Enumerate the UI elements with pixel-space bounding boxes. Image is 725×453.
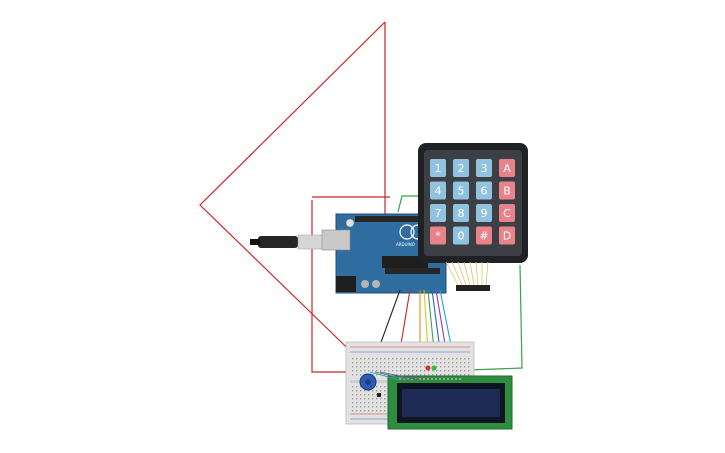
keypad-key-label: 6 xyxy=(481,185,488,198)
keypad-key-label: D xyxy=(503,230,511,243)
keypad-key[interactable]: 5 xyxy=(453,181,469,200)
keypad-key[interactable]: 6 xyxy=(476,181,492,200)
green-wire[interactable] xyxy=(397,195,523,371)
arduino-logo-text: ARDUINO xyxy=(396,242,415,247)
keypad-key[interactable]: 3 xyxy=(476,159,492,177)
keypad-key-label: 9 xyxy=(481,207,488,220)
keypad-key[interactable]: B xyxy=(499,181,515,200)
keypad-key-label: B xyxy=(503,185,511,198)
keypad-key-label: 0 xyxy=(458,230,465,243)
keypad-key-label: 5 xyxy=(458,185,465,198)
red-led xyxy=(425,365,431,371)
signal-wires[interactable] xyxy=(379,289,453,351)
keypad-ribbon xyxy=(445,261,489,286)
keypad-key[interactable]: D xyxy=(499,226,515,245)
keypad-key-label: # xyxy=(479,230,488,243)
keypad-key[interactable]: 2 xyxy=(453,159,469,177)
keypad-key-label: C xyxy=(503,207,511,220)
keypad-key[interactable]: A xyxy=(499,159,515,177)
transistor xyxy=(377,393,381,397)
keypad-connector xyxy=(456,285,490,291)
keypad-key[interactable]: C xyxy=(499,204,515,222)
keypad-key-label: 2 xyxy=(458,162,465,175)
keypad-key[interactable]: # xyxy=(476,226,492,245)
keypad-key-label: 3 xyxy=(481,162,488,175)
keypad-key-label: A xyxy=(503,162,511,175)
keypad-key[interactable]: 4 xyxy=(430,181,446,200)
keypad-key[interactable]: 8 xyxy=(453,204,469,222)
keypad-key-label: 8 xyxy=(458,207,465,220)
keypad-key-label: 1 xyxy=(435,162,442,175)
keypad-key[interactable]: 1 xyxy=(430,159,446,177)
usb-cable[interactable] xyxy=(250,234,327,250)
lcd-display[interactable] xyxy=(387,375,513,430)
lcd-wires xyxy=(369,371,421,381)
keypad-key[interactable]: 9 xyxy=(476,204,492,222)
keypad-key-label: * xyxy=(435,230,441,243)
keypad-key[interactable]: 7 xyxy=(430,204,446,222)
keypad-key[interactable]: 0 xyxy=(453,226,469,245)
keypad-key-label: 7 xyxy=(435,207,442,220)
keypad[interactable]: 1 2 3 A 4 5 6 B 7 8 9 C * 0 # D xyxy=(418,143,528,291)
green-led xyxy=(431,365,437,371)
keypad-key-label: 4 xyxy=(435,185,442,198)
keypad-key[interactable]: * xyxy=(430,226,446,245)
